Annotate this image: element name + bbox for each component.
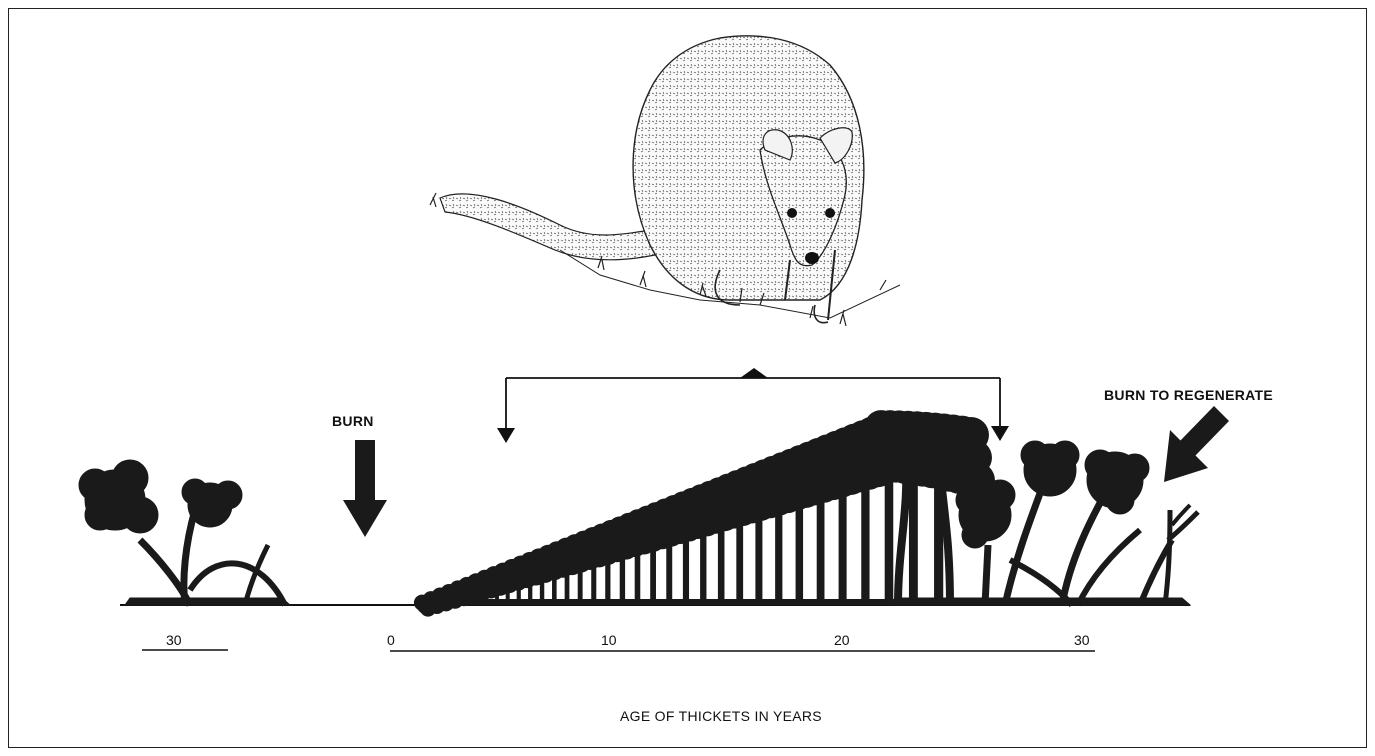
growing-thicket-icon bbox=[414, 410, 995, 616]
left-old-thicket-icon bbox=[79, 460, 290, 605]
axis-tick-30: 30 bbox=[1074, 632, 1090, 648]
regenerate-arrow-icon bbox=[1164, 406, 1229, 482]
axis-title: AGE OF THICKETS IN YEARS bbox=[620, 708, 822, 724]
left-segment-tick: 30 bbox=[166, 632, 182, 648]
axis-tick-0: 0 bbox=[387, 632, 395, 648]
burn-label: BURN bbox=[332, 413, 374, 429]
burn-arrow-icon bbox=[343, 440, 387, 537]
axis-tick-10: 10 bbox=[601, 632, 617, 648]
wallaby-icon bbox=[430, 36, 900, 326]
axis-tick-20: 20 bbox=[834, 632, 850, 648]
burn-to-regenerate-label: BURN TO REGENERATE bbox=[1104, 387, 1273, 403]
